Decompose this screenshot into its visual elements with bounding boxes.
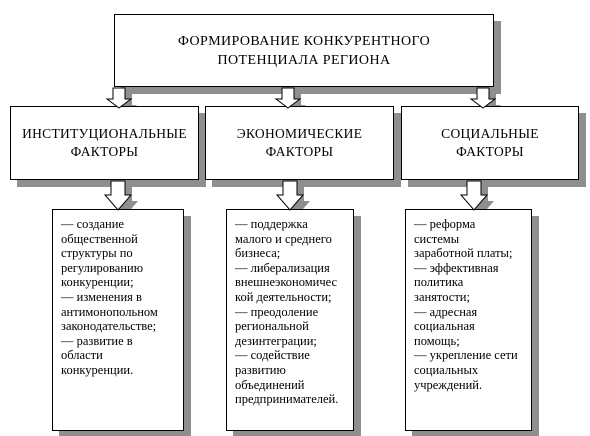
- arrow-to-institutional-icon: [105, 87, 133, 109]
- economic-details-text: — поддержка малого и среднего бизнеса; —…: [235, 217, 339, 407]
- title-line-2: ПОТЕНЦИАЛА РЕГИОНА: [217, 52, 391, 68]
- bottom-arrows: [103, 180, 489, 211]
- arrow-to-economic-icon: [274, 87, 302, 109]
- arrow-to-social-details-icon: [459, 180, 489, 211]
- social-details-box: — реформа системы заработной платы; — эф…: [405, 209, 532, 431]
- social-details-text: — реформа системы заработной платы; — эф…: [414, 217, 518, 392]
- social-heading-line-1: СОЦИАЛЬНЫЕ: [441, 126, 539, 141]
- institutional-factors-box: ИНСТИТУЦИОНАЛЬНЫЕ ФАКТОРЫ: [10, 106, 199, 180]
- economic-heading-line-1: ЭКОНОМИЧЕСКИЕ: [236, 126, 363, 141]
- arrow-to-institutional-details-icon: [103, 180, 133, 211]
- institutional-details-box: — создание общественной структуры по рег…: [52, 209, 184, 431]
- social-factors-box: СОЦИАЛЬНЫЕ ФАКТОРЫ: [401, 106, 579, 180]
- top-arrows: [105, 87, 497, 109]
- social-heading-line-2: ФАКТОРЫ: [456, 144, 524, 159]
- economic-factors-box: ЭКОНОМИЧЕСКИЕ ФАКТОРЫ: [205, 106, 394, 180]
- institutional-heading-line-1: ИНСТИТУЦИОНАЛЬНЫЕ: [22, 126, 187, 141]
- economic-heading-line-2: ФАКТОРЫ: [265, 144, 334, 159]
- institutional-heading-line-2: ФАКТОРЫ: [70, 144, 139, 159]
- arrow-to-social-icon: [469, 87, 497, 109]
- title-box: ФОРМИРОВАНИЕ КОНКУРЕНТНОГО ПОТЕНЦИАЛА РЕ…: [114, 14, 494, 87]
- economic-details-box: — поддержка малого и среднего бизнеса; —…: [226, 209, 354, 431]
- institutional-details-text: — создание общественной структуры по рег…: [61, 217, 158, 377]
- title-line-1: ФОРМИРОВАНИЕ КОНКУРЕНТНОГО: [177, 33, 431, 49]
- arrow-to-economic-details-icon: [275, 180, 305, 211]
